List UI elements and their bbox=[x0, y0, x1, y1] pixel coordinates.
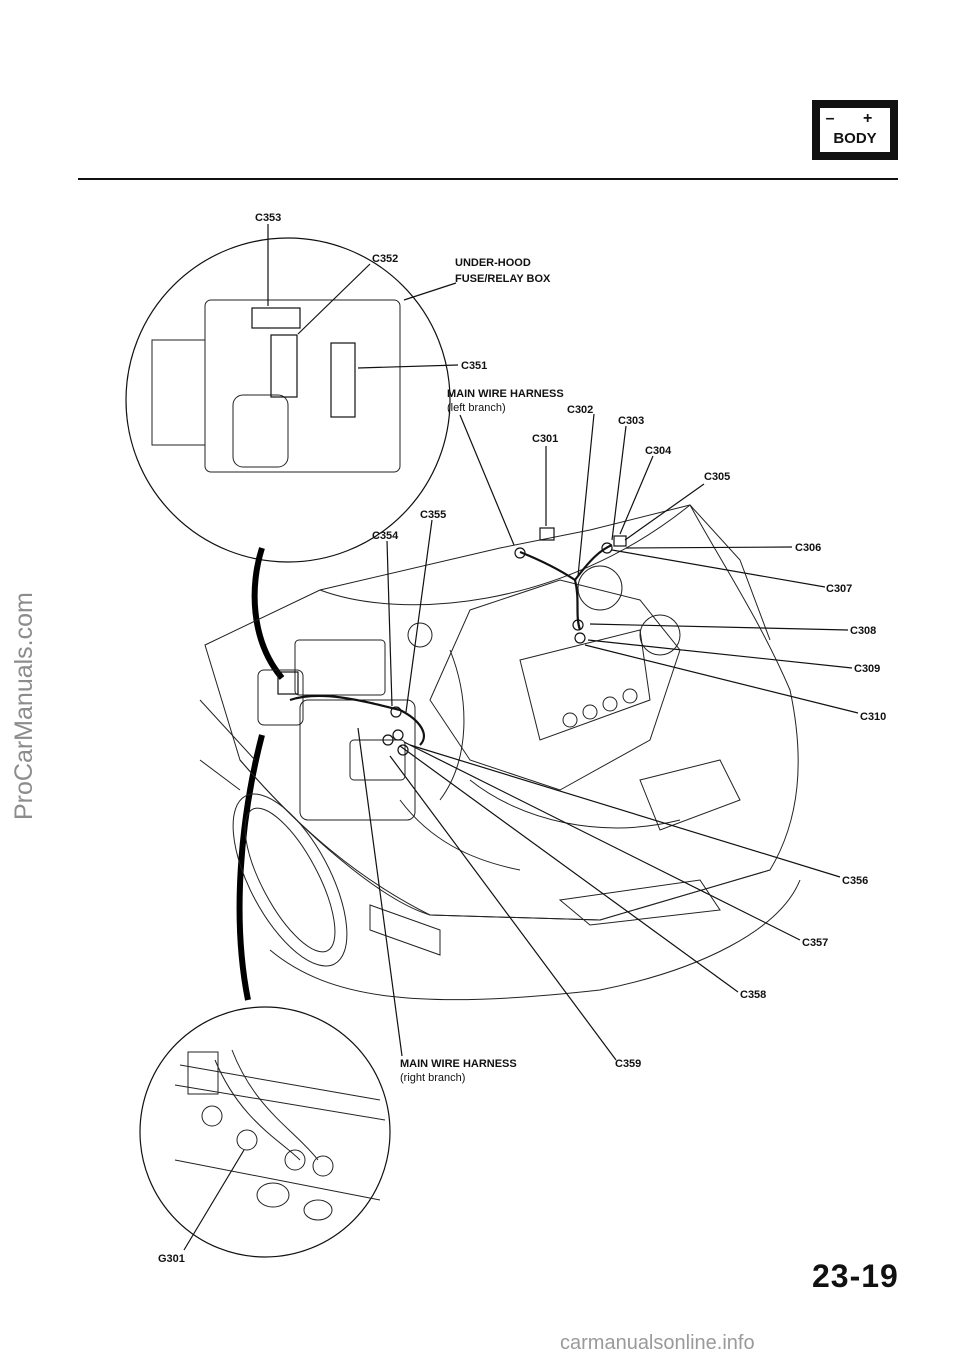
g301-ground-bolt-icon bbox=[236, 1129, 258, 1151]
label-c355: C355 bbox=[420, 509, 446, 521]
section-badge-inner: – + BODY bbox=[820, 108, 890, 152]
c351-connector-icon bbox=[330, 342, 356, 418]
label-c358: C358 bbox=[740, 989, 766, 1001]
label-g301: G301 bbox=[158, 1253, 185, 1265]
c352-connector-icon bbox=[270, 334, 298, 398]
label-c302: C302 bbox=[567, 404, 593, 416]
label-c305: C305 bbox=[704, 471, 730, 483]
label-c310: C310 bbox=[860, 711, 886, 723]
bottom-watermark: carmanualsonline.info bbox=[560, 1332, 755, 1354]
label-c354: C354 bbox=[372, 530, 399, 542]
label-fuse-box-line2: FUSE/RELAY BOX bbox=[455, 273, 551, 285]
leader-lines bbox=[183, 224, 859, 1251]
label-c301: C301 bbox=[532, 433, 558, 445]
label-c356: C356 bbox=[842, 875, 868, 887]
label-c357: C357 bbox=[802, 937, 828, 949]
label-c309: C309 bbox=[854, 663, 880, 675]
label-c304: C304 bbox=[645, 445, 672, 457]
header-rule bbox=[78, 178, 898, 180]
label-c353: C353 bbox=[255, 212, 281, 224]
label-c307: C307 bbox=[826, 583, 852, 595]
label-c308: C308 bbox=[850, 625, 876, 637]
inset-link-top bbox=[251, 547, 285, 680]
fuse-box-inset bbox=[125, 237, 451, 563]
inset-link-bottom bbox=[236, 734, 265, 1001]
label-harness-left-line2: (left branch) bbox=[447, 402, 506, 414]
engine-bay-illustration bbox=[199, 504, 801, 1001]
side-watermark: ProCarManuals.com bbox=[10, 592, 38, 820]
label-c306: C306 bbox=[795, 542, 821, 554]
label-harness-left-line1: MAIN WIRE HARNESS bbox=[447, 388, 564, 400]
label-harness-right-line2: (right branch) bbox=[400, 1072, 465, 1084]
c353-connector-icon bbox=[251, 307, 301, 329]
section-badge: – + BODY bbox=[812, 100, 898, 160]
label-c351: C351 bbox=[461, 360, 487, 372]
label-harness-right-line1: MAIN WIRE HARNESS bbox=[400, 1058, 517, 1070]
label-c359: C359 bbox=[615, 1058, 641, 1070]
label-c303: C303 bbox=[618, 415, 644, 427]
ground-inset bbox=[139, 1006, 391, 1258]
label-c352: C352 bbox=[372, 253, 398, 265]
label-fuse-box-line1: UNDER-HOOD bbox=[455, 257, 531, 269]
battery-terminal-icon: – + bbox=[825, 110, 885, 127]
section-label: BODY bbox=[833, 130, 877, 147]
page-number: 23-19 bbox=[812, 1258, 899, 1294]
